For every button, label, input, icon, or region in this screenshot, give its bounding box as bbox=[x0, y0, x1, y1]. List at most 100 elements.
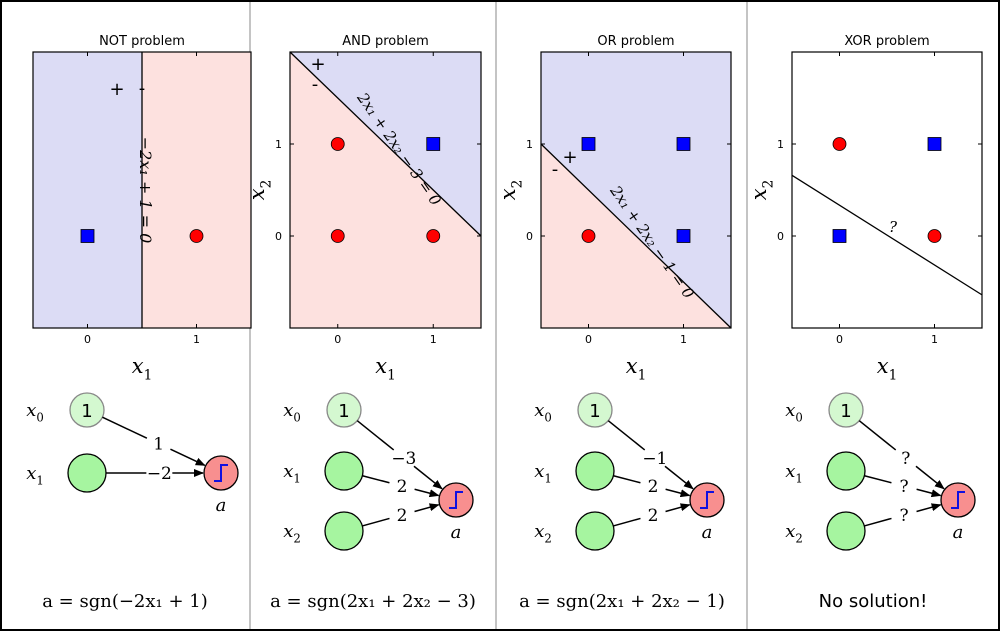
x-tick-label: 1 bbox=[680, 333, 687, 346]
circle-point bbox=[832, 137, 847, 151]
plot-title: NOT problem bbox=[99, 34, 185, 49]
input-label: x0 bbox=[283, 400, 301, 424]
x-axis-label: x1 bbox=[375, 354, 396, 383]
circle-point bbox=[189, 229, 204, 243]
input-label: x2 bbox=[534, 521, 552, 545]
input-label-base: x bbox=[534, 461, 544, 482]
input-label: x0 bbox=[785, 400, 803, 424]
weight-label: ? bbox=[901, 449, 910, 469]
circle-point bbox=[426, 229, 441, 243]
bias-node bbox=[326, 392, 362, 428]
input-label: x1 bbox=[26, 463, 44, 487]
weight-label: 2 bbox=[648, 477, 659, 497]
edge-segment bbox=[356, 420, 395, 451]
y-tick-label: 1 bbox=[526, 138, 533, 151]
x-tick-label: 0 bbox=[334, 333, 341, 346]
input-label-sub: 0 bbox=[36, 410, 43, 424]
x-axis-label: x1 bbox=[132, 354, 153, 383]
input-label: x2 bbox=[785, 521, 803, 545]
boundary-label: −2x₁ + 1 = 0 bbox=[136, 137, 155, 244]
edge-segment bbox=[613, 517, 641, 527]
plus-sign: + bbox=[109, 79, 124, 100]
minus-sign: - bbox=[312, 74, 319, 95]
square-point bbox=[832, 229, 847, 243]
y-tick-label: 0 bbox=[275, 230, 282, 243]
y-axis-label: x2 bbox=[245, 180, 274, 201]
y-axis-label-base: x bbox=[747, 188, 771, 200]
input-label: x0 bbox=[534, 400, 552, 424]
y-axis-label-group: x2 bbox=[747, 180, 776, 201]
y-axis-label-sub: 2 bbox=[258, 180, 274, 189]
decision-boundary bbox=[289, 51, 482, 237]
formula: No solution! bbox=[819, 591, 928, 612]
bias-node-value: 1 bbox=[589, 401, 600, 422]
circle-point bbox=[581, 229, 596, 243]
step-function-icon bbox=[214, 464, 228, 482]
edge-segment bbox=[102, 416, 148, 439]
x-axis-label-sub: 1 bbox=[889, 367, 898, 383]
y-axis-label-group: x2 bbox=[496, 180, 525, 201]
input-label-base: x bbox=[283, 521, 293, 542]
y-axis-label-group: x2 bbox=[245, 180, 274, 201]
decision-boundary bbox=[540, 143, 732, 329]
input-node bbox=[826, 511, 866, 551]
plot-frame bbox=[540, 51, 732, 329]
x-axis-label-base: x bbox=[132, 354, 144, 378]
plot-frame bbox=[791, 51, 983, 329]
x-axis-label-base: x bbox=[375, 354, 387, 378]
input-label-sub: 0 bbox=[795, 410, 802, 424]
x-axis-label: x1 bbox=[626, 354, 647, 383]
weight-label: −3 bbox=[391, 449, 416, 469]
weight-label: ? bbox=[899, 477, 908, 497]
input-label-base: x bbox=[785, 461, 795, 482]
bias-node-value: 1 bbox=[81, 401, 92, 422]
weight-label: −1 bbox=[642, 449, 667, 469]
positive-region bbox=[541, 52, 731, 328]
plot-frame bbox=[32, 51, 252, 329]
input-node bbox=[324, 511, 364, 551]
input-label: x0 bbox=[26, 400, 44, 424]
circle-point bbox=[330, 137, 345, 151]
bias-node bbox=[577, 392, 613, 428]
plot-title: OR problem bbox=[597, 34, 674, 49]
edge-segment bbox=[607, 420, 646, 451]
square-point bbox=[676, 229, 691, 243]
plot-frame bbox=[289, 51, 482, 329]
circle-point bbox=[927, 229, 942, 243]
edge-arrow bbox=[170, 448, 206, 467]
edge-segment bbox=[864, 517, 892, 527]
minus-sign: - bbox=[139, 78, 146, 99]
negative-region bbox=[142, 52, 251, 328]
output-label: a bbox=[216, 495, 227, 516]
plus-sign: + bbox=[562, 147, 577, 168]
y-axis-label-base: x bbox=[245, 188, 269, 200]
step-function-icon bbox=[700, 491, 714, 509]
input-label-sub: 2 bbox=[795, 531, 802, 545]
input-label: x1 bbox=[534, 461, 552, 485]
input-label-base: x bbox=[283, 400, 293, 421]
edge-arrow bbox=[665, 488, 691, 498]
input-node bbox=[575, 511, 615, 551]
x-axis-label-base: x bbox=[626, 354, 638, 378]
step-function-icon bbox=[449, 491, 463, 509]
edge-arrow bbox=[916, 488, 942, 498]
attempted-boundary bbox=[791, 174, 983, 296]
circle-point bbox=[330, 229, 345, 243]
plot-title: XOR problem bbox=[844, 34, 929, 49]
edge-segment bbox=[362, 475, 390, 484]
x-tick-label: 1 bbox=[193, 333, 200, 346]
input-label-sub: 1 bbox=[36, 473, 43, 487]
edge-arrow bbox=[664, 465, 694, 490]
input-node bbox=[826, 451, 866, 491]
input-label-sub: 1 bbox=[544, 471, 551, 485]
output-label: a bbox=[702, 522, 713, 543]
formula: a = sgn(2x₁ + 2x₂ − 3) bbox=[270, 591, 476, 612]
input-label-sub: 1 bbox=[795, 471, 802, 485]
x-axis-label-sub: 1 bbox=[638, 367, 647, 383]
weight-label: 2 bbox=[397, 506, 408, 526]
edge-arrow bbox=[665, 503, 691, 513]
